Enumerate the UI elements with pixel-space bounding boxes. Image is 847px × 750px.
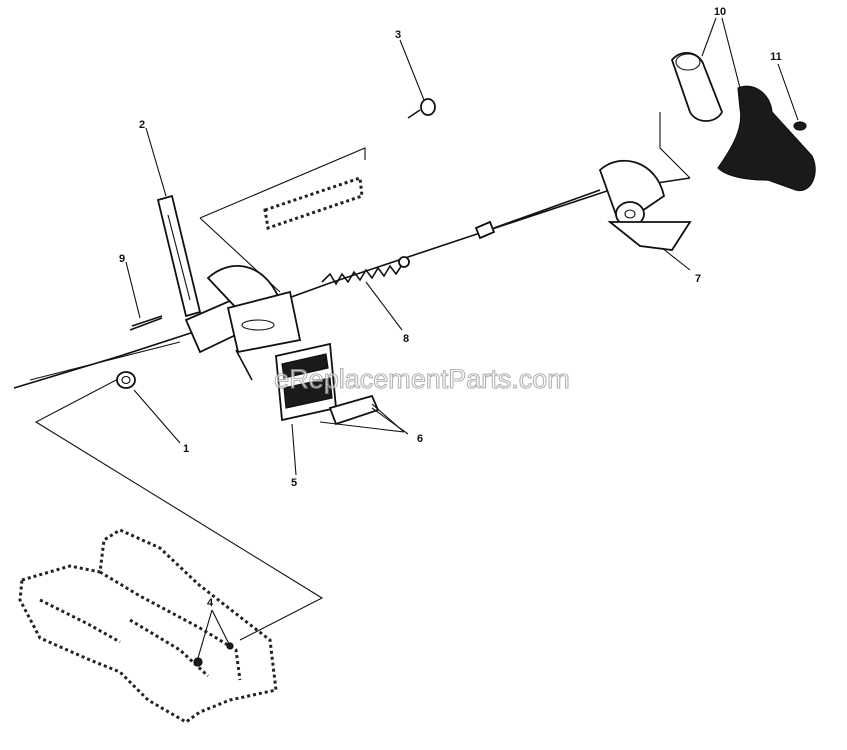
callout-8: 8 — [403, 333, 409, 345]
pin-part-9 — [129, 315, 163, 331]
callout-3: 3 — [395, 29, 401, 41]
callout-4: 4 — [207, 597, 214, 609]
mounting-plate-outline — [263, 175, 364, 230]
throttle-housing-part-7 — [598, 159, 692, 251]
screw-part-3 — [407, 98, 436, 119]
assembly-leader-lines — [34, 112, 691, 641]
decal-part-5 — [275, 342, 337, 422]
callout-5: 5 — [291, 477, 297, 489]
callout-6: 6 — [417, 433, 423, 445]
callout-1: 1 — [183, 443, 189, 455]
nut-part-1 — [116, 371, 136, 389]
callout-2: 2 — [139, 119, 145, 131]
callout-11: 11 — [770, 51, 782, 63]
callout-7: 7 — [695, 273, 701, 285]
watermark-text: eReplacementParts.com — [274, 364, 570, 394]
callout-9: 9 — [119, 253, 125, 265]
callout-labels: 1 2 3 4 5 6 7 8 9 10 11 — [119, 6, 782, 609]
spring-part-8 — [321, 256, 410, 286]
callout-10: 10 — [714, 6, 726, 18]
clip-part-11 — [793, 121, 807, 131]
knob-part-10 — [670, 52, 816, 191]
cable-sleeve — [474, 189, 601, 240]
chassis-frame-outline — [18, 528, 278, 724]
callout-leaders — [125, 17, 799, 659]
quadrant-bracket — [206, 265, 302, 381]
control-cable — [13, 177, 691, 389]
